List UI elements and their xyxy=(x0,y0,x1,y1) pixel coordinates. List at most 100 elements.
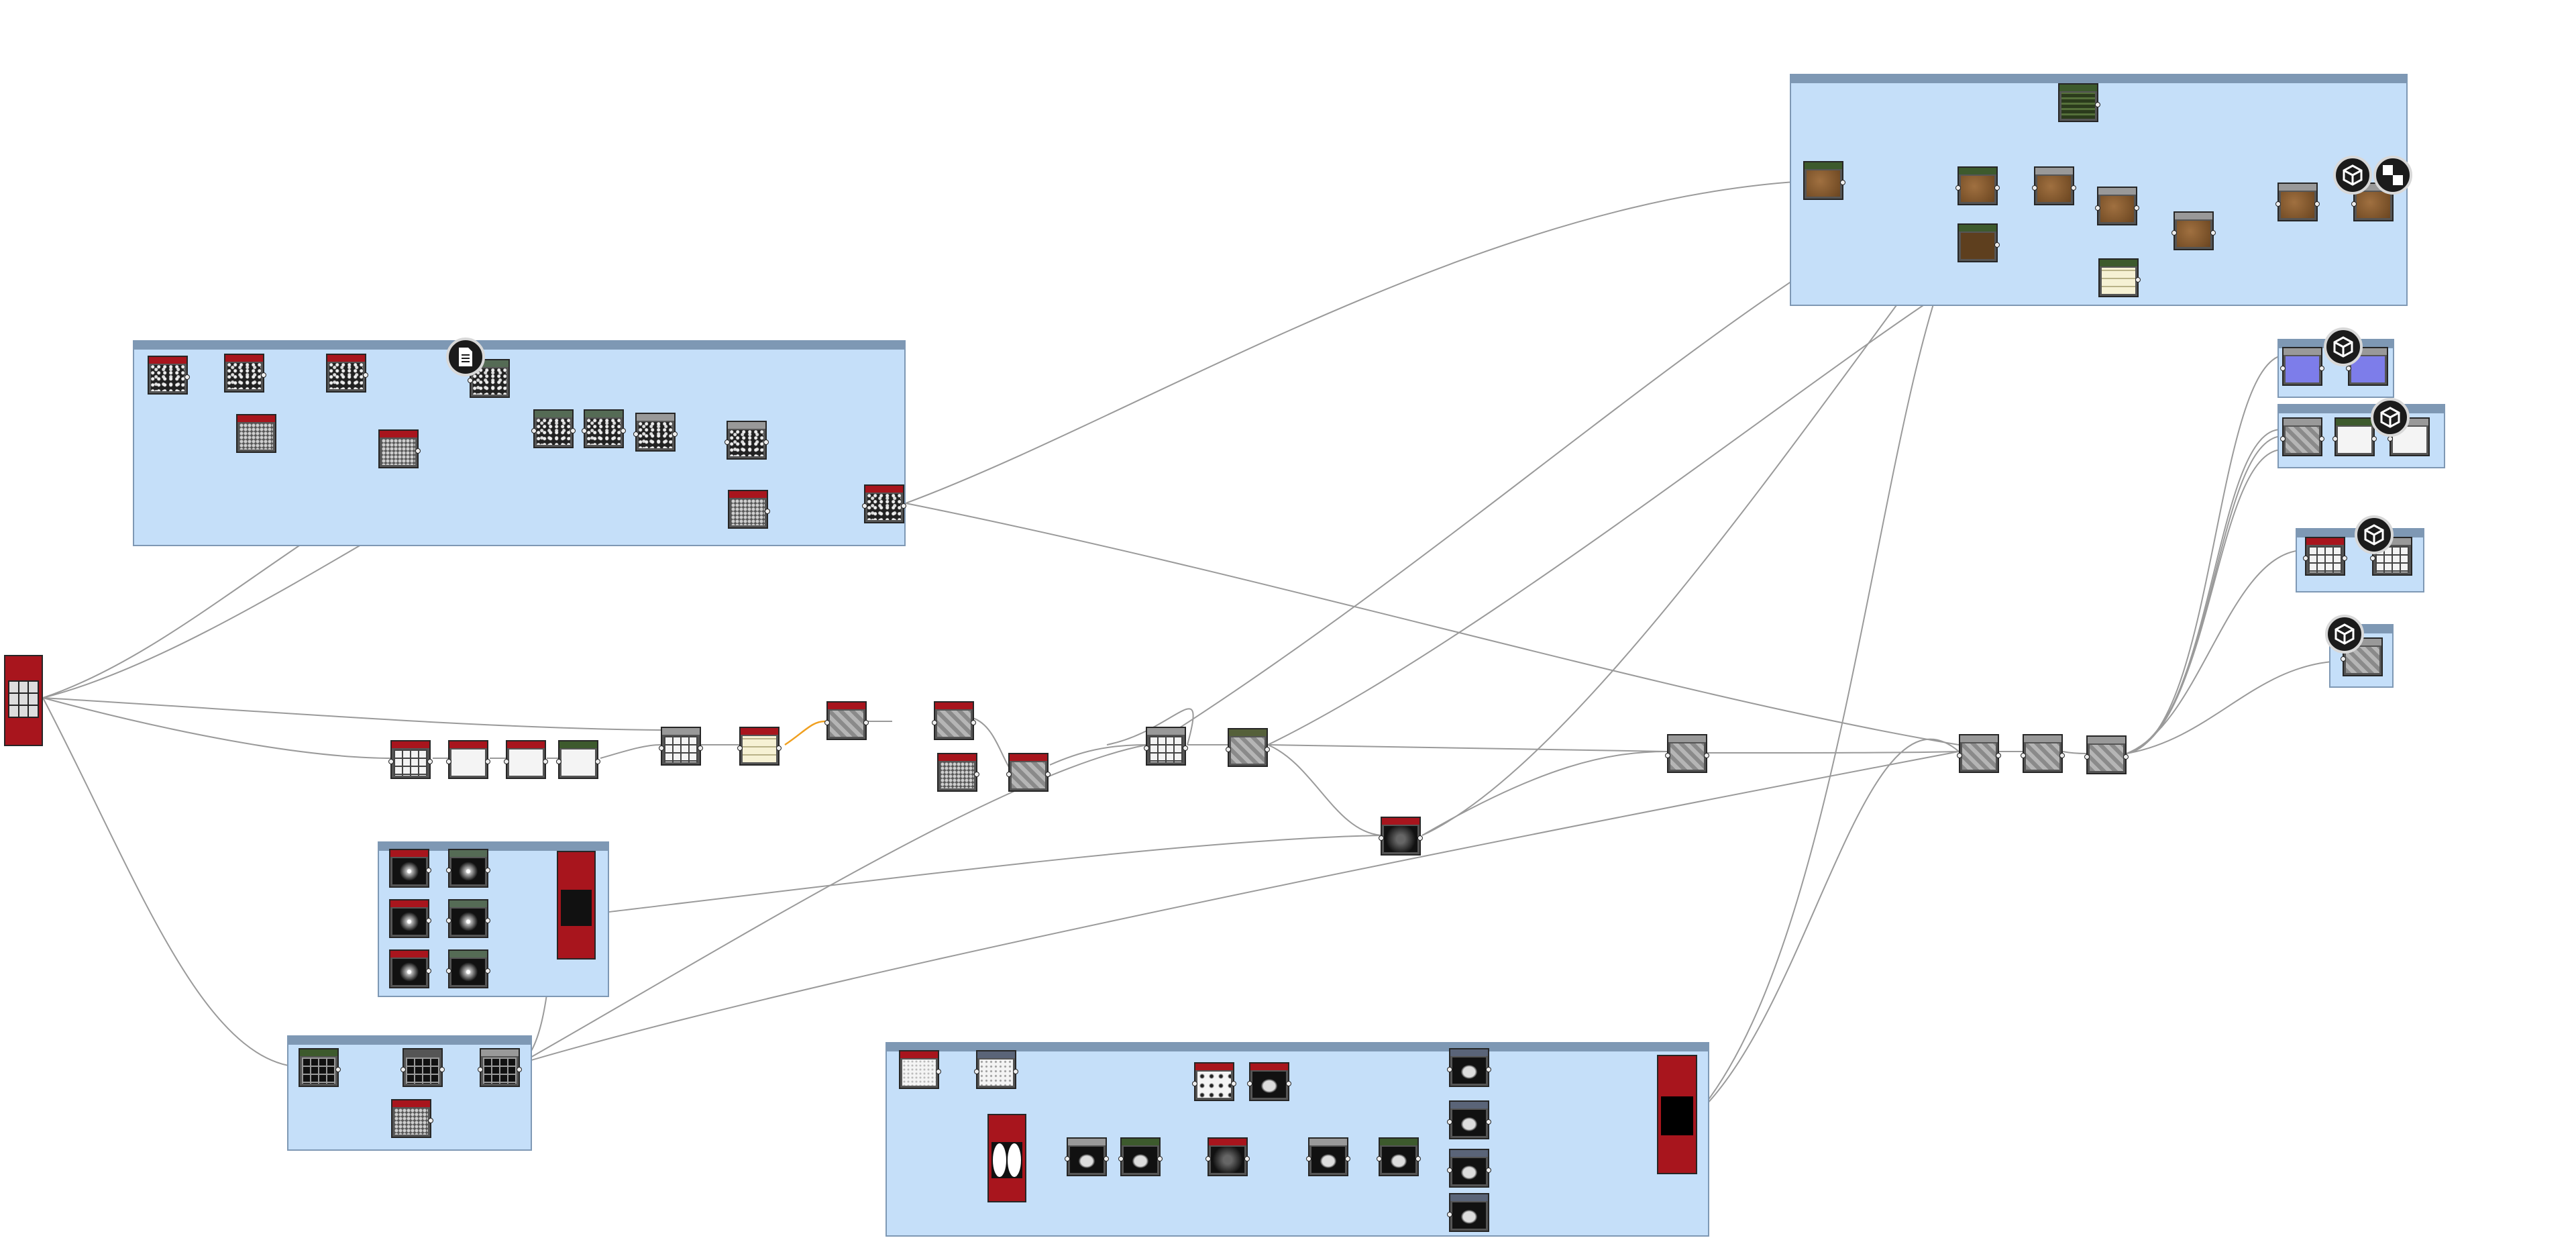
output-pin[interactable] xyxy=(1013,1069,1018,1074)
input-pin[interactable] xyxy=(2341,656,2346,662)
graph-node[interactable] xyxy=(1247,1062,1291,1101)
input-pin[interactable] xyxy=(1447,1067,1452,1072)
graph-node[interactable] xyxy=(1192,1062,1236,1101)
shape-node[interactable] xyxy=(987,1114,1026,1202)
output-pin[interactable] xyxy=(426,868,431,873)
graph-node[interactable] xyxy=(378,429,421,468)
graph-node[interactable] xyxy=(389,899,431,938)
output-pin[interactable] xyxy=(427,759,433,764)
frame-title-bar[interactable] xyxy=(288,1037,531,1045)
output-pin[interactable] xyxy=(595,759,600,764)
graph-node[interactable] xyxy=(1118,1137,1163,1176)
input-pin[interactable] xyxy=(1144,745,1149,751)
input-pin[interactable] xyxy=(737,745,743,751)
output-pin[interactable] xyxy=(776,745,782,751)
output-pin[interactable] xyxy=(2071,185,2076,191)
input-pin[interactable] xyxy=(1665,753,1670,758)
graph-node[interactable] xyxy=(446,849,490,888)
output-pin[interactable] xyxy=(763,440,769,445)
input-pin[interactable] xyxy=(556,759,561,764)
comment-badge[interactable] xyxy=(446,338,485,376)
graph-node[interactable] xyxy=(2032,166,2076,205)
output-pin[interactable] xyxy=(971,720,976,725)
graph-node[interactable] xyxy=(2341,637,2383,676)
graph-node[interactable] xyxy=(1377,1137,1421,1176)
output-pin[interactable] xyxy=(485,968,490,974)
output-pin[interactable] xyxy=(1704,753,1709,758)
output-pin[interactable] xyxy=(184,374,190,380)
input-pin[interactable] xyxy=(2280,436,2286,442)
output-badge[interactable] xyxy=(2325,615,2364,654)
input-pin[interactable] xyxy=(2032,185,2037,191)
input-pin[interactable] xyxy=(468,378,473,383)
graph-node[interactable] xyxy=(1955,166,2000,205)
input-pin[interactable] xyxy=(504,759,509,764)
output-pin[interactable] xyxy=(485,918,490,923)
output-pin[interactable] xyxy=(1045,772,1051,777)
output-pin[interactable] xyxy=(2059,753,2065,758)
output-pin[interactable] xyxy=(1157,1156,1163,1161)
input-pin[interactable] xyxy=(659,745,664,751)
graph-node[interactable] xyxy=(633,413,678,452)
graph-node[interactable] xyxy=(2171,211,2216,250)
graph-node[interactable] xyxy=(556,740,600,779)
graph-node[interactable] xyxy=(728,490,770,529)
output-badge[interactable] xyxy=(2355,515,2394,554)
output-pin[interactable] xyxy=(1265,747,1270,752)
output-pin[interactable] xyxy=(1486,1168,1491,1173)
output-pin[interactable] xyxy=(2319,436,2324,442)
graph-node[interactable] xyxy=(2280,347,2324,386)
output-badge[interactable] xyxy=(2324,327,2363,366)
output-pin[interactable] xyxy=(1840,180,1845,185)
graph-node[interactable] xyxy=(724,421,769,460)
graph-node[interactable] xyxy=(446,949,490,988)
output-pin[interactable] xyxy=(543,759,548,764)
graph-node[interactable] xyxy=(236,414,276,453)
output-pin[interactable] xyxy=(2371,436,2377,442)
input-pin[interactable] xyxy=(2370,556,2375,561)
graph-node[interactable] xyxy=(932,701,976,740)
graph-node[interactable] xyxy=(862,484,906,523)
output-pin[interactable] xyxy=(1486,1119,1491,1125)
output-pin[interactable] xyxy=(901,503,906,509)
frame-title-bar[interactable] xyxy=(134,342,904,350)
graph-node[interactable] xyxy=(1957,734,2001,773)
frame-title-bar[interactable] xyxy=(2279,405,2444,413)
input-pin[interactable] xyxy=(1006,772,1012,777)
input-pin[interactable] xyxy=(1205,1156,1211,1161)
graph-node[interactable] xyxy=(468,359,510,398)
output-pin[interactable] xyxy=(2135,277,2141,282)
mask-combine-node[interactable] xyxy=(557,851,596,960)
input-pin[interactable] xyxy=(2332,436,2338,442)
output-pin[interactable] xyxy=(621,428,626,433)
output-pin[interactable] xyxy=(426,918,431,923)
graph-node[interactable] xyxy=(1065,1137,1109,1176)
input-pin[interactable] xyxy=(1192,1081,1197,1086)
output-pin[interactable] xyxy=(863,720,869,725)
output-pin[interactable] xyxy=(1417,835,1423,841)
graph-node[interactable] xyxy=(400,1048,445,1087)
input-pin[interactable] xyxy=(582,428,587,433)
graph-node[interactable] xyxy=(1447,1048,1491,1087)
output-pin[interactable] xyxy=(1994,185,2000,191)
input-pin[interactable] xyxy=(531,428,537,433)
graph-node[interactable] xyxy=(148,356,190,395)
graph-node[interactable] xyxy=(582,409,626,448)
input-pin[interactable] xyxy=(2275,201,2281,207)
graph-node[interactable] xyxy=(389,949,431,988)
output-pin[interactable] xyxy=(1345,1156,1350,1161)
output-pin[interactable] xyxy=(439,1067,445,1072)
input-pin[interactable] xyxy=(2095,205,2100,211)
output-pin[interactable] xyxy=(570,428,576,433)
input-pin[interactable] xyxy=(932,720,937,725)
graph-node[interactable] xyxy=(1665,734,1709,773)
input-pin[interactable] xyxy=(1118,1156,1124,1161)
input-pin[interactable] xyxy=(1247,1081,1252,1086)
graph-node[interactable] xyxy=(1006,753,1051,792)
graph-node[interactable] xyxy=(2275,183,2320,221)
graph-node[interactable] xyxy=(899,1050,941,1089)
output-pin[interactable] xyxy=(426,968,431,974)
graph-node[interactable] xyxy=(1205,1137,1250,1176)
input-pin[interactable] xyxy=(400,1067,406,1072)
output-pin[interactable] xyxy=(415,448,421,454)
